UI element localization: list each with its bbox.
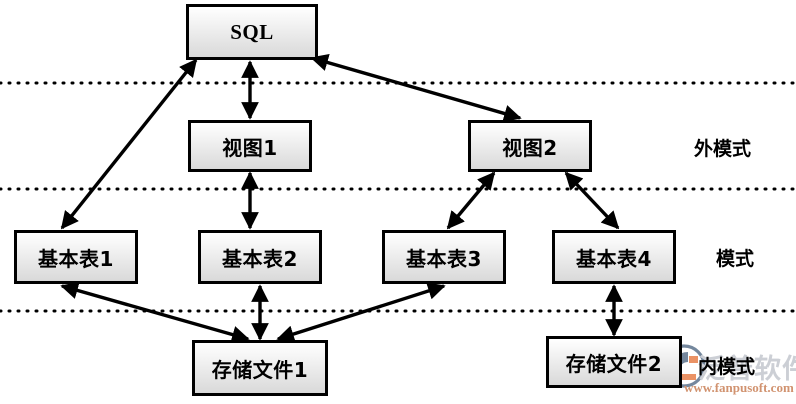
node-storage-file-2-label: 存储文件2	[565, 351, 663, 376]
node-base-table-2-label: 基本表2	[222, 246, 298, 271]
node-base-table-1-label: 基本表1	[38, 246, 114, 271]
node-base-table-1[interactable]: 基本表1	[14, 230, 138, 284]
arrow-sql-to-tbl1	[60, 58, 198, 230]
node-base-table-4[interactable]: 基本表4	[552, 230, 676, 284]
node-view2[interactable]: 视图2	[468, 120, 592, 172]
node-sql[interactable]: SQL	[186, 4, 318, 60]
arrow-tbl3-to-file1	[276, 282, 446, 343]
node-base-table-4-label: 基本表4	[576, 246, 652, 271]
node-storage-file-2[interactable]: 存储文件2	[546, 336, 682, 388]
schema-label-conceptual: 模式	[716, 248, 755, 270]
node-view1[interactable]: 视图1	[188, 120, 312, 172]
node-view1-label: 视图1	[222, 135, 278, 160]
arrow-tbl1-to-file1	[60, 281, 250, 344]
node-base-table-3-label: 基本表3	[406, 246, 482, 271]
node-sql-label: SQL	[230, 19, 274, 44]
arrow-sql-to-view2	[310, 53, 522, 123]
node-storage-file-1-label: 存储文件1	[211, 357, 309, 382]
node-storage-file-1[interactable]: 存储文件1	[192, 340, 328, 396]
schema-label-internal: 内模式	[698, 356, 756, 378]
node-view2-label: 视图2	[502, 135, 558, 160]
arrow-view2-to-tbl3	[446, 171, 496, 230]
arrow-view2-to-tbl4	[564, 171, 620, 230]
node-base-table-2[interactable]: 基本表2	[198, 230, 322, 284]
schema-label-external: 外模式	[694, 138, 752, 160]
node-base-table-3[interactable]: 基本表3	[382, 230, 506, 284]
